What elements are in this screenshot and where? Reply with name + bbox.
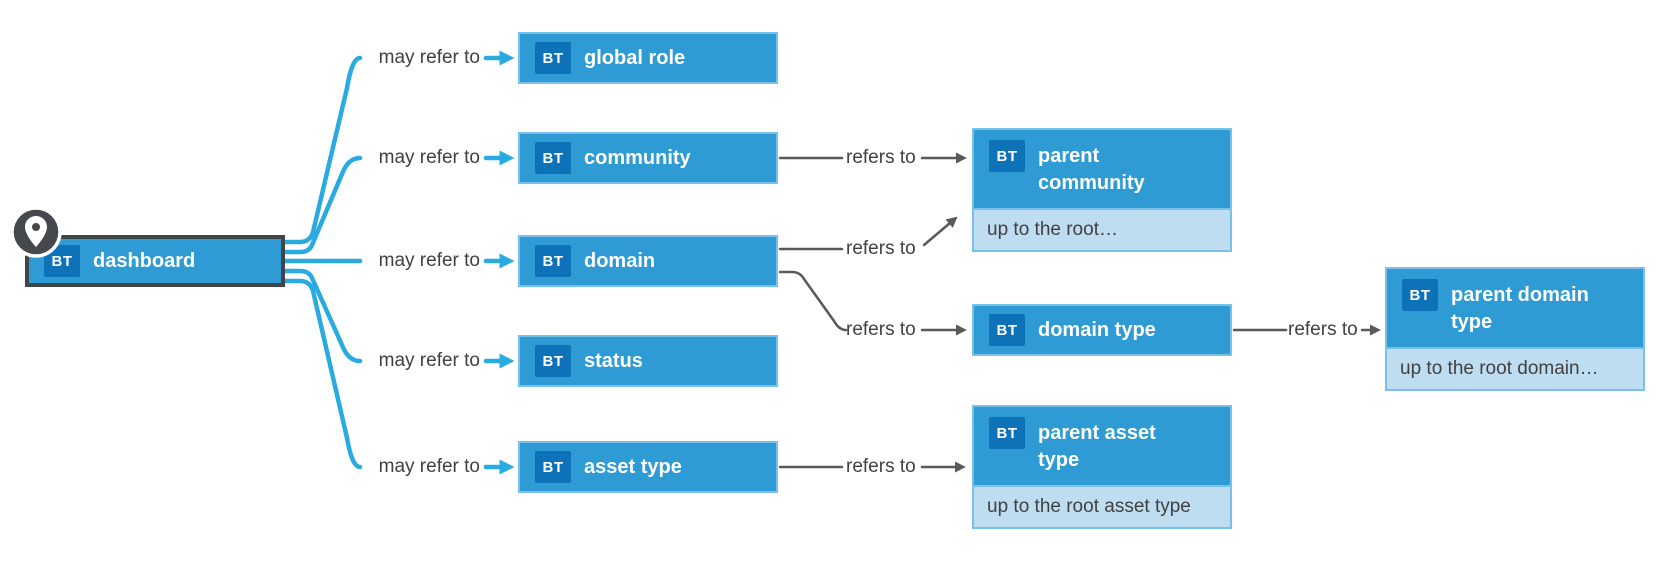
- edge-label-may-refer-to: may refer to: [378, 47, 480, 68]
- node-sublabel: up to the root domain…: [1387, 347, 1643, 389]
- node-global-role[interactable]: BT global role: [518, 32, 778, 84]
- node-dashboard[interactable]: BT dashboard: [25, 235, 285, 287]
- node-header: BT parent asset type: [974, 407, 1230, 485]
- edge-label-refers-to: refers to: [846, 456, 916, 477]
- node-parent-asset-type[interactable]: BT parent asset type up to the root asse…: [972, 405, 1232, 529]
- location-pin-icon: [8, 204, 64, 260]
- node-label: asset type: [584, 455, 682, 478]
- node-header: BT parent domain type: [1387, 269, 1643, 347]
- node-sublabel: up to the root…: [974, 208, 1230, 250]
- asset-type-badge: BT: [1402, 279, 1438, 311]
- node-parent-domain-type[interactable]: BT parent domain type up to the root dom…: [1385, 267, 1645, 391]
- node-label: domain type: [1038, 318, 1156, 341]
- asset-type-badge: BT: [535, 451, 571, 483]
- asset-type-badge: BT: [535, 245, 571, 277]
- node-label: parent domain type: [1451, 284, 1589, 333]
- edge-label-refers-to: refers to: [1288, 319, 1358, 340]
- node-domain-type[interactable]: BT domain type: [972, 304, 1232, 356]
- edge-label-may-refer-to: may refer to: [378, 147, 480, 168]
- asset-type-badge: BT: [989, 314, 1025, 346]
- asset-type-badge: BT: [535, 142, 571, 174]
- node-label: domain: [584, 249, 656, 272]
- edge-label-may-refer-to: may refer to: [378, 250, 480, 271]
- edge-label-refers-to: refers to: [846, 238, 916, 259]
- node-status[interactable]: BT status: [518, 335, 778, 387]
- asset-type-badge: BT: [535, 42, 571, 74]
- node-label: dashboard: [93, 249, 196, 272]
- edge-label-refers-to: refers to: [846, 147, 916, 168]
- node-label: parent asset type: [1038, 422, 1156, 471]
- node-label: parent community: [1038, 145, 1145, 194]
- node-header: BT parent community: [974, 130, 1230, 208]
- asset-type-badge: BT: [989, 417, 1025, 449]
- edge-dashboard-asset-type: [277, 278, 363, 470]
- node-community[interactable]: BT community: [518, 132, 778, 184]
- node-label: global role: [584, 46, 686, 69]
- node-label: community: [584, 146, 691, 169]
- edge-dashboard-community: [277, 155, 363, 255]
- node-sublabel: up to the root asset type: [974, 485, 1230, 527]
- node-domain[interactable]: BT domain: [518, 235, 778, 287]
- arrow-domain-parent-community: [922, 216, 958, 247]
- edge-label-may-refer-to: may refer to: [378, 456, 480, 477]
- edge-label-may-refer-to: may refer to: [378, 350, 480, 371]
- asset-type-badge: BT: [989, 140, 1025, 172]
- node-label: status: [584, 349, 643, 372]
- edge-dashboard-status: [277, 268, 363, 364]
- edge-label-refers-to: refers to: [846, 319, 916, 340]
- node-asset-type[interactable]: BT asset type: [518, 441, 778, 493]
- edge-domain-domain-type: [778, 270, 848, 332]
- asset-type-badge: BT: [535, 345, 571, 377]
- node-parent-community[interactable]: BT parent community up to the root…: [972, 128, 1232, 252]
- edge-dashboard-global-role: [277, 55, 363, 245]
